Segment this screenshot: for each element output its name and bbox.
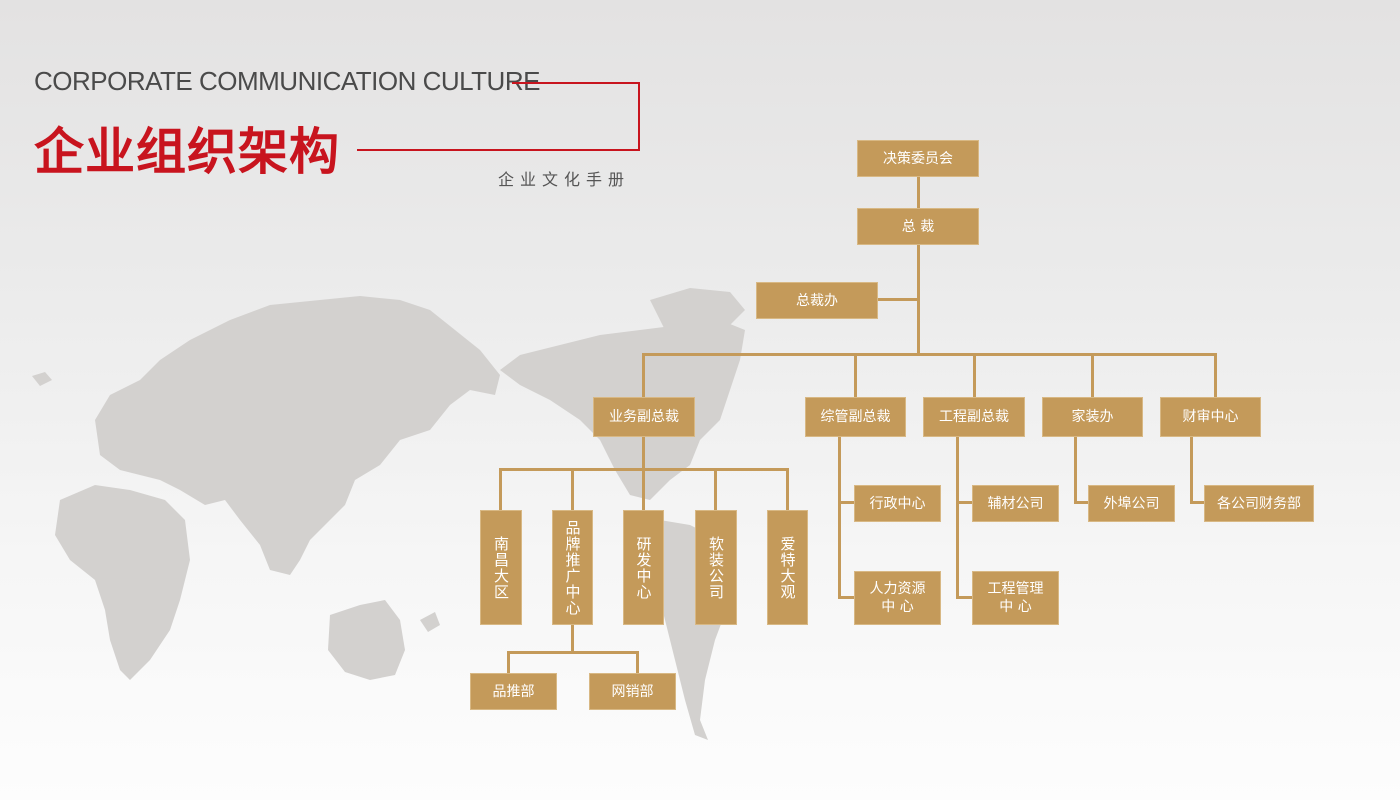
connector (571, 468, 574, 511)
connector (1190, 501, 1205, 504)
connector (838, 501, 855, 504)
node-external-company: 外埠公司 (1088, 485, 1175, 522)
node-engineering-mgmt: 工程管理 中 心 (972, 571, 1059, 625)
node-finance-center: 财审中心 (1160, 397, 1261, 437)
node-ceo: 总 裁 (857, 208, 979, 245)
node-admin-center: 行政中心 (854, 485, 941, 522)
decorative-red-line-top (512, 82, 639, 84)
connector (956, 437, 959, 599)
node-business-vp: 业务副总裁 (593, 397, 695, 437)
node-engineering-vp: 工程副总裁 (923, 397, 1025, 437)
connector (956, 501, 973, 504)
connector (499, 468, 502, 511)
node-board: 决策委员会 (857, 140, 979, 177)
english-title: CORPORATE COMMUNICATION CULTURE (34, 66, 540, 96)
connector (714, 468, 717, 511)
node-hr-center: 人力资源 中 心 (854, 571, 941, 625)
decorative-red-line-vertical (638, 82, 640, 150)
connector (507, 651, 510, 674)
node-rnd-center: 研发中心 (623, 510, 664, 625)
connector (507, 651, 638, 654)
connector (917, 177, 920, 209)
subtitle: 企业文化手册 (498, 170, 631, 189)
connector (1091, 353, 1094, 398)
connector (854, 353, 857, 398)
node-nanchang-region: 南昌大区 (480, 510, 522, 625)
connector (642, 468, 645, 511)
connector (877, 298, 919, 301)
page-title: 企业组织架构 (34, 123, 340, 181)
node-company-finance: 各公司财务部 (1204, 485, 1314, 522)
connector (838, 437, 841, 599)
node-online-sales: 网销部 (589, 673, 676, 710)
connector (1074, 437, 1077, 504)
connector (956, 596, 973, 599)
node-brand-dept: 品推部 (470, 673, 557, 710)
node-brand-promotion: 品牌推广中心 (552, 510, 593, 625)
node-soft-decoration: 软装公司 (695, 510, 737, 625)
connector (1214, 353, 1217, 398)
node-home-office: 家装办 (1042, 397, 1143, 437)
connector (636, 651, 639, 674)
connector (1190, 437, 1193, 504)
connector (786, 468, 789, 511)
connector (642, 353, 1217, 356)
decorative-red-line-bottom (357, 149, 640, 151)
connector (838, 596, 855, 599)
connector (571, 625, 574, 653)
node-ceo-office: 总裁办 (756, 282, 878, 319)
connector (1074, 501, 1089, 504)
node-materials-company: 辅材公司 (972, 485, 1059, 522)
connector (642, 437, 645, 470)
connector (642, 353, 645, 398)
connector (973, 353, 976, 398)
node-aite-daguan: 爱特大观 (767, 510, 808, 625)
node-admin-vp: 综管副总裁 (805, 397, 906, 437)
